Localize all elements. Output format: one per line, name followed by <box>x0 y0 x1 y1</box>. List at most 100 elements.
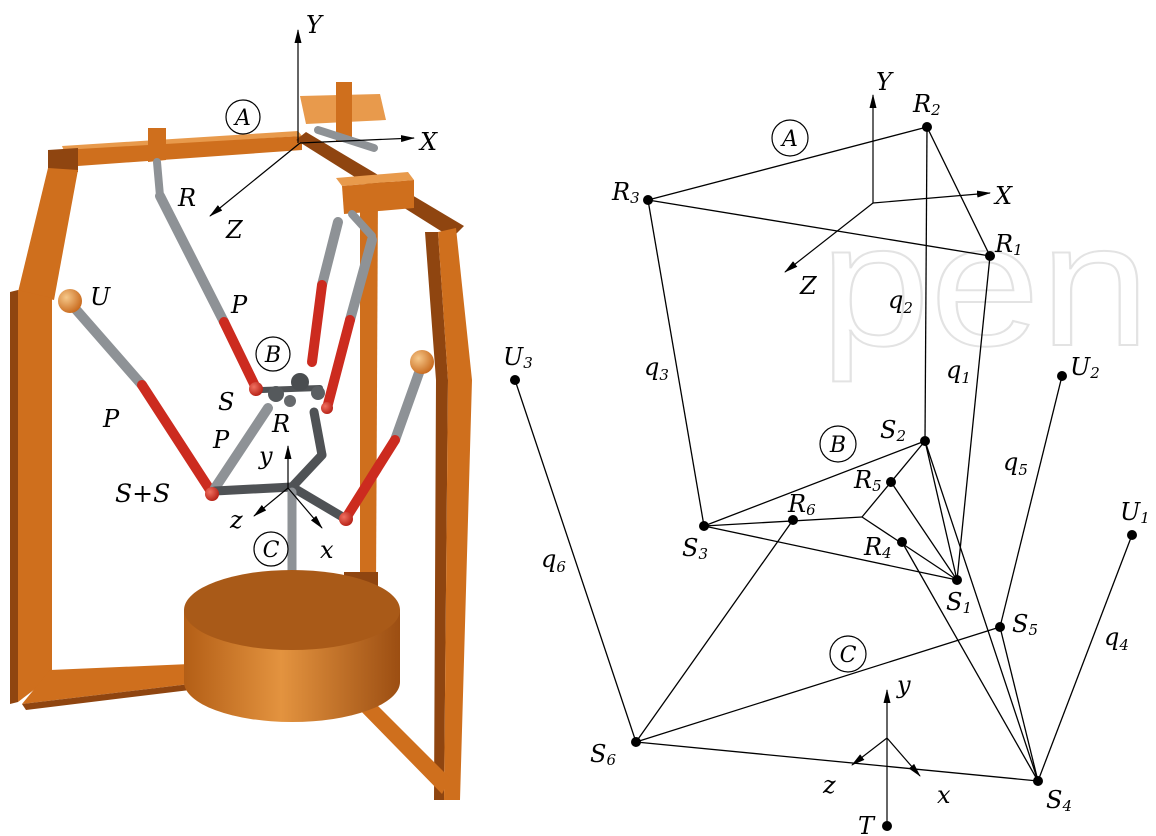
right-circle-C-label: C <box>840 643 857 668</box>
label-sub: 2 <box>895 427 906 445</box>
label-q5: q5 <box>1003 448 1028 479</box>
u-joint-right-ball <box>410 350 434 374</box>
top-guide-rod <box>314 126 378 152</box>
platform-c-link-right <box>287 482 351 524</box>
label-q3: q3 <box>644 353 669 384</box>
label-sub: 6 <box>806 501 816 519</box>
label-T: T <box>858 812 876 836</box>
leg-2-gray-segment <box>67 300 147 390</box>
edge-R3-R2 <box>647 126 928 201</box>
label-main: R <box>994 230 1013 258</box>
label-sub: 1 <box>962 599 972 617</box>
label-main: R <box>787 490 806 518</box>
watermark-text: pen <box>820 188 1150 383</box>
leg-1-red-segment <box>219 317 261 393</box>
right-circle-A <box>771 119 809 157</box>
platform-b-joint <box>311 386 325 400</box>
frame-left-post-side <box>10 290 18 704</box>
right-circle-B <box>819 425 857 463</box>
left-slider-rod <box>153 158 164 200</box>
left-circle-A <box>225 99 261 135</box>
front-slider-block-top <box>336 172 414 186</box>
front-slider-block <box>342 180 414 214</box>
label-main: q <box>1104 623 1119 651</box>
frame-top-bar <box>62 136 302 166</box>
label-main: S <box>1046 786 1062 814</box>
edge-R5-S1 <box>890 481 958 581</box>
frame-right-post-side <box>425 232 448 800</box>
right-axis-Y-label: Y <box>876 68 894 96</box>
label-main: q <box>541 545 556 573</box>
leg-5-gray-segment <box>390 365 425 445</box>
label-main: U <box>503 343 524 371</box>
left-axis-z-arrow <box>253 487 289 517</box>
point-U1 <box>1127 530 1137 540</box>
point-R6 <box>788 515 798 525</box>
leg-1-gray-segment <box>155 191 229 327</box>
label-main: q <box>1003 448 1018 476</box>
label-sub: 3 <box>659 366 669 384</box>
edge-R6-S6 <box>635 519 794 743</box>
label-sub: 1 <box>1013 241 1023 259</box>
label-main: S <box>880 416 896 444</box>
left-label-S: S <box>218 388 234 416</box>
point-U2 <box>1057 371 1067 381</box>
left-label-R-upper: R <box>177 184 196 212</box>
edge-S6-S4 <box>635 741 1039 782</box>
label-q2: q2 <box>888 286 913 317</box>
left-label-P-middle: P <box>212 426 230 454</box>
label-sub: 2 <box>902 299 913 317</box>
left-axis-Y-label: Y <box>306 11 324 39</box>
point-R3 <box>643 195 653 205</box>
label-main: S <box>1012 610 1028 638</box>
platform-b-joints <box>259 373 325 407</box>
s-joint-ball <box>321 402 333 414</box>
s-joint-ball <box>339 512 353 526</box>
left-label-P-upper: P <box>230 291 248 319</box>
label-sub: 6 <box>556 558 566 576</box>
label-main: R <box>863 533 882 561</box>
label-main: R <box>853 466 872 494</box>
right-axis-x-arrow <box>886 737 921 777</box>
point-R5 <box>886 477 896 487</box>
label-sub: 3 <box>523 354 533 372</box>
left-axis-X-label: X <box>418 128 438 156</box>
label-S2: S2 <box>880 416 906 445</box>
left-circle-A-label: A <box>233 106 251 131</box>
leg-5-red-segment <box>341 435 400 523</box>
label-main: q <box>946 356 961 384</box>
left-axis-Z-label: Z <box>225 216 244 244</box>
label-q1: q1 <box>946 356 971 387</box>
label-main: U <box>1070 353 1091 381</box>
frame-bottom-right-bar <box>352 690 450 794</box>
label-main: S <box>946 588 962 616</box>
label-sub: 4 <box>1061 797 1072 815</box>
front-slider-rod <box>348 210 376 240</box>
point-S3 <box>699 521 709 531</box>
label-R2: R2 <box>912 90 941 119</box>
label-sub: 1 <box>1140 509 1150 527</box>
left-axis-y-label: y <box>258 442 273 470</box>
edge-S3-S2 <box>703 440 926 527</box>
label-S6: S6 <box>590 740 616 769</box>
point-S5 <box>995 622 1005 632</box>
frame-right-post <box>438 228 472 800</box>
label-sub: 2 <box>1089 364 1100 382</box>
edge-S3-center <box>703 516 863 527</box>
point-S1 <box>952 575 962 585</box>
left-circle-C-label: C <box>263 538 280 563</box>
leg-3-gray-segment <box>317 217 343 290</box>
point-T <box>882 821 892 831</box>
leg-q2 <box>924 126 928 442</box>
label-main: q <box>644 353 659 381</box>
frame-bottom-left-bar <box>22 664 190 704</box>
edge-R3-R1 <box>647 199 991 257</box>
label-R1: R1 <box>994 230 1023 259</box>
label-S1: S1 <box>946 588 972 617</box>
label-sub: 4 <box>881 544 892 562</box>
leg-q1 <box>956 255 991 581</box>
left-axis-x-arrow <box>287 487 323 529</box>
leg-q4 <box>1037 534 1133 782</box>
label-R5: R5 <box>853 466 882 495</box>
